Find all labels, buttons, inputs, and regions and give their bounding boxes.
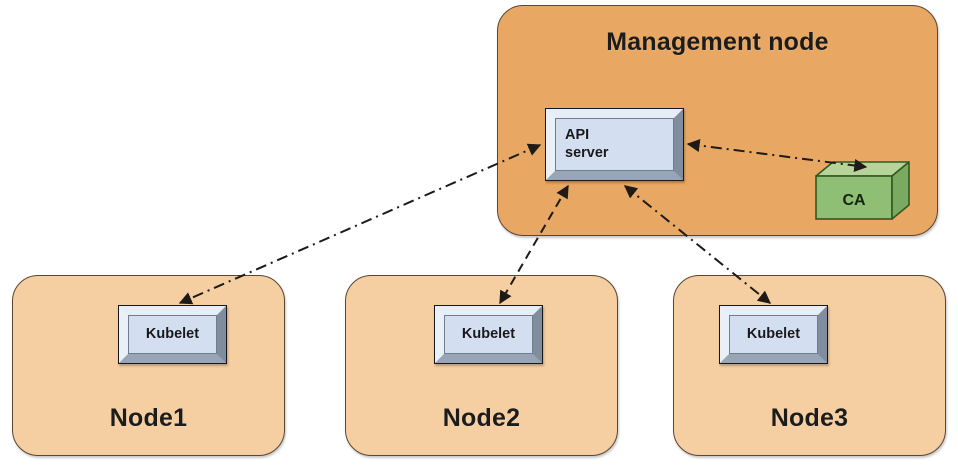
- node-title-3: Node3: [770, 403, 849, 432]
- kubelet-bevel-frame-3: [720, 306, 827, 363]
- kubelet-bevel-frame-1: [119, 306, 226, 363]
- kubelet-component-2[interactable]: Kubelet: [434, 305, 543, 364]
- api-server-component[interactable]: API server: [545, 108, 684, 181]
- management-node-title: Management node: [606, 28, 829, 56]
- kubelet-label-1: Kubelet: [145, 325, 200, 342]
- api-server-bevel-frame: [546, 109, 683, 180]
- api-server-face: API server: [555, 118, 674, 171]
- kubelet-component-1[interactable]: Kubelet: [118, 305, 227, 364]
- api-server-label: API server: [565, 127, 609, 161]
- ca-cuboid-icon: [815, 161, 910, 220]
- kubelet-component-3[interactable]: Kubelet: [719, 305, 828, 364]
- node-container-2[interactable]: Node2: [345, 275, 618, 456]
- kubelet-label-2: Kubelet: [461, 325, 516, 342]
- kubelet-face-2: Kubelet: [444, 315, 533, 354]
- node-container-1[interactable]: Node1: [12, 275, 285, 456]
- ca-component[interactable]: CA: [815, 161, 910, 220]
- node-container-3[interactable]: Node3: [673, 275, 946, 456]
- kubelet-face-1: Kubelet: [128, 315, 217, 354]
- kubelet-face-3: Kubelet: [729, 315, 818, 354]
- kubelet-bevel-frame-2: [435, 306, 542, 363]
- node-title-1: Node1: [109, 403, 188, 432]
- node-title-2: Node2: [442, 403, 521, 432]
- kubelet-label-3: Kubelet: [746, 325, 801, 342]
